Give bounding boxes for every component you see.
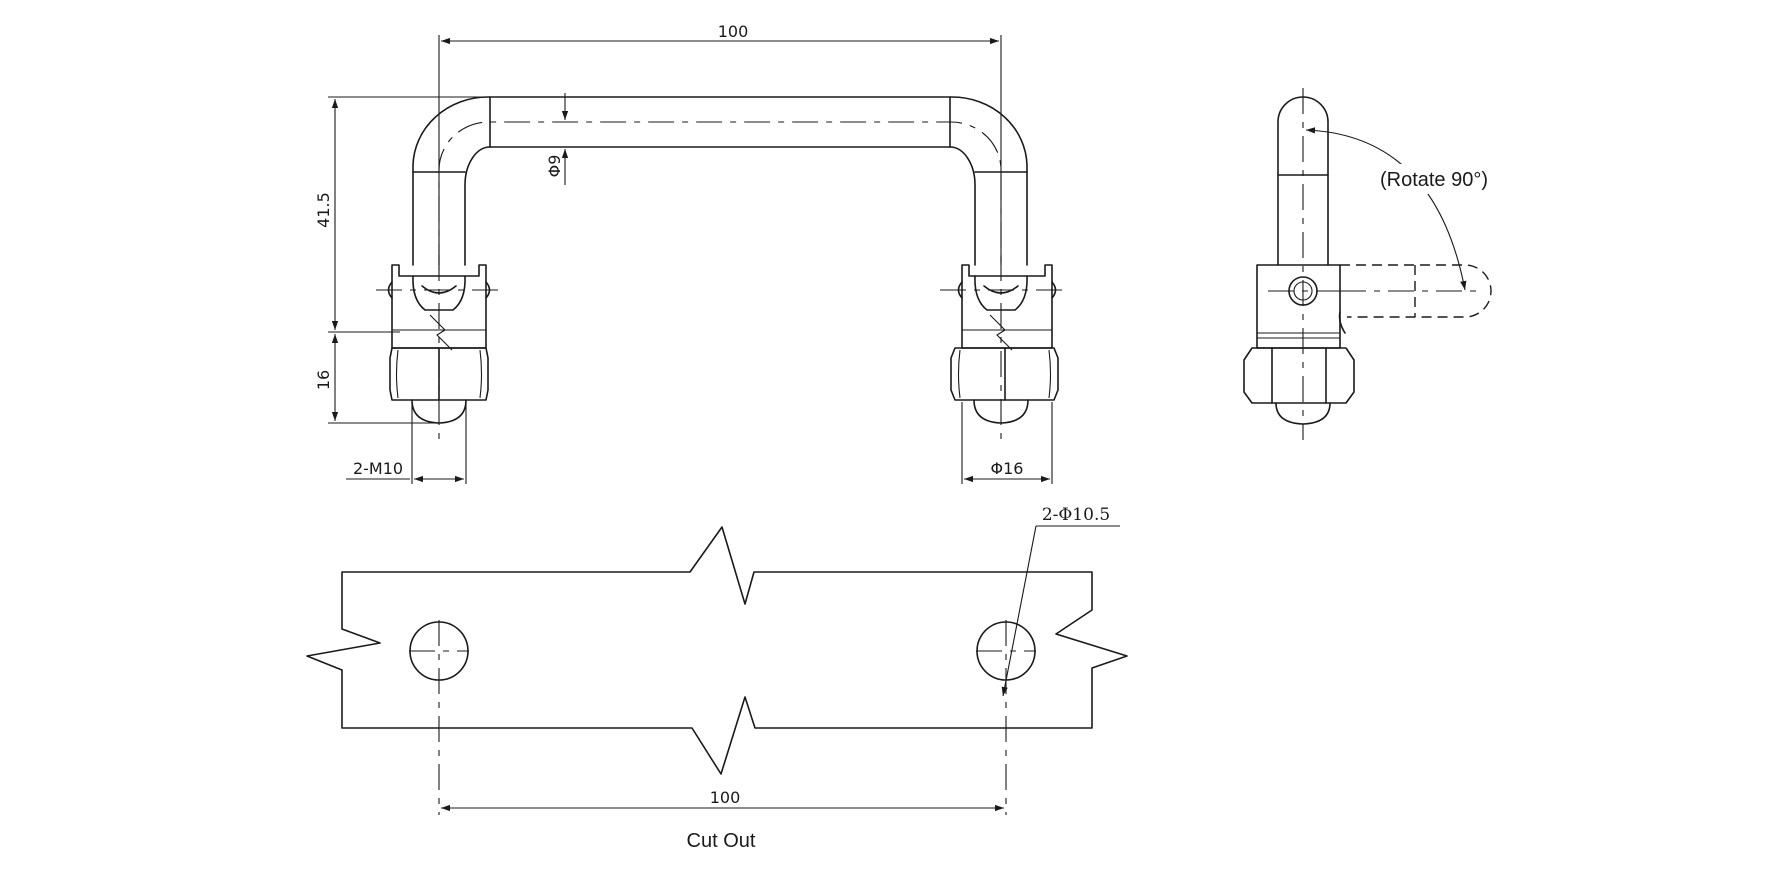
dim-base-height-label: 16 <box>314 370 333 390</box>
front-view-handle <box>412 96 1028 270</box>
dim-cutout-width-label: 100 <box>710 788 741 807</box>
cutout-view <box>306 526 1128 815</box>
dim-top-width-label: 100 <box>718 22 749 41</box>
dim-collar-diameter: Φ16 <box>961 402 1053 484</box>
side-view: (Rotate 90°) <box>1243 88 1492 440</box>
dim-hole-diameter-label: 2-Φ10.5 <box>1042 505 1110 525</box>
rotate-note: (Rotate 90°) <box>1380 169 1488 191</box>
dim-base-height: 16 <box>314 334 440 424</box>
dim-collar-diameter-label: Φ16 <box>991 459 1024 478</box>
dim-cutout-width: 100 <box>441 788 1004 812</box>
dim-rod-diameter-label: Φ9 <box>545 155 564 178</box>
dim-handle-height: 41.5 <box>314 96 488 333</box>
cutout-title: Cut Out <box>687 830 756 852</box>
dim-hole-diameter: 2-Φ10.5 <box>1001 505 1120 697</box>
dim-thread: 2-M10 <box>346 402 467 484</box>
dim-handle-height-label: 41.5 <box>314 192 333 228</box>
dim-rod-diameter: Φ9 <box>545 93 569 185</box>
right-mount <box>940 255 1066 440</box>
dim-top-width: 100 <box>438 22 1002 265</box>
left-mount <box>376 255 500 440</box>
dim-thread-label: 2-M10 <box>353 459 403 478</box>
